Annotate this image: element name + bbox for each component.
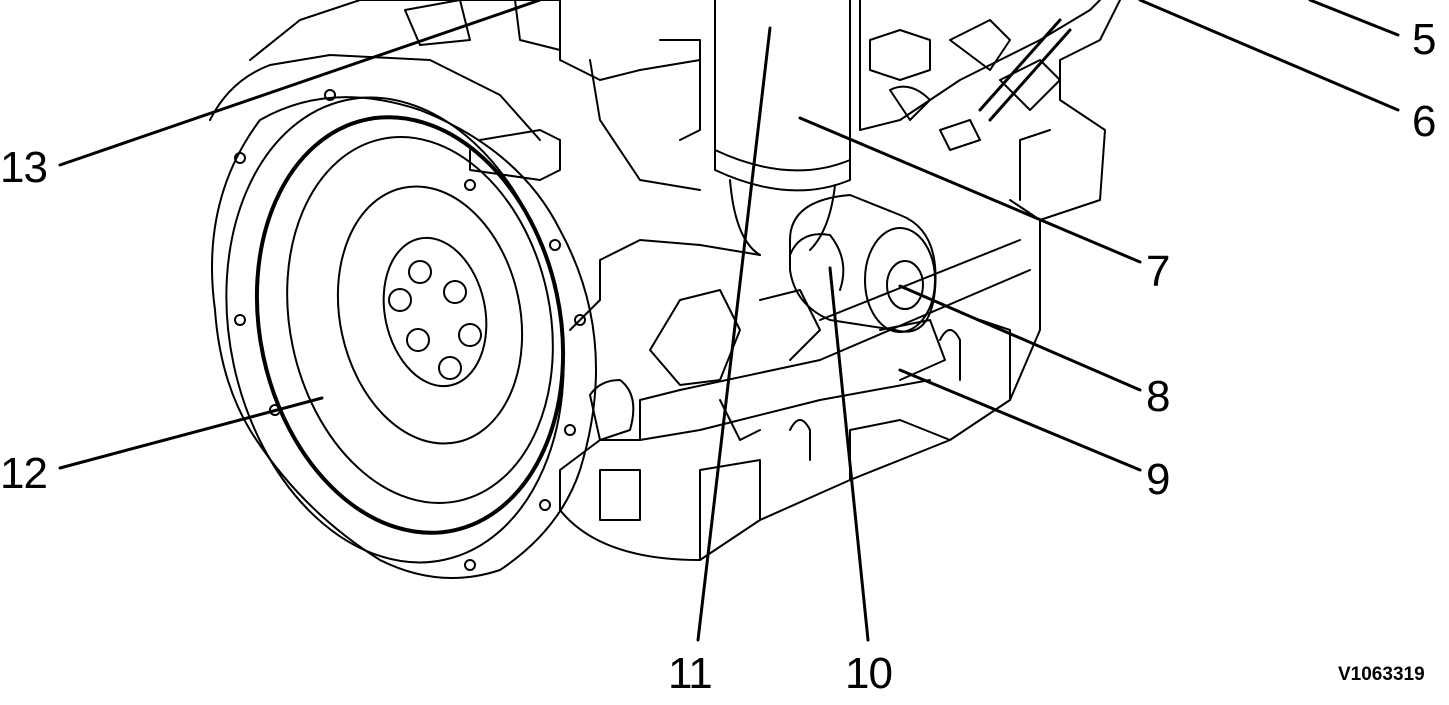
reference-code: V1063319 xyxy=(1338,664,1425,685)
injection-pump xyxy=(859,0,1101,151)
leader-11 xyxy=(696,26,772,642)
leader-lines xyxy=(58,0,1400,642)
callout-11: 11 xyxy=(668,649,713,698)
flywheel-housing xyxy=(211,89,597,579)
leader-9 xyxy=(898,368,1142,472)
leader-5 xyxy=(1308,0,1400,37)
engine-block xyxy=(209,0,1121,561)
leader-13 xyxy=(58,0,542,167)
leader-6 xyxy=(1138,0,1400,112)
callout-9: 9 xyxy=(1146,455,1171,504)
callout-7: 7 xyxy=(1146,247,1171,296)
oil-filter-8 xyxy=(789,194,937,333)
leader-8 xyxy=(898,284,1142,392)
callout-5: 5 xyxy=(1412,15,1437,64)
leader-10 xyxy=(828,266,870,642)
callout-13: 13 xyxy=(0,143,48,192)
callout-10: 10 xyxy=(845,649,893,698)
leader-7 xyxy=(798,116,1142,264)
callout-12: 12 xyxy=(0,449,48,498)
leader-12 xyxy=(58,396,324,470)
callout-8: 8 xyxy=(1146,372,1171,421)
filter-housing-7 xyxy=(714,0,851,256)
callout-6: 6 xyxy=(1412,97,1437,146)
